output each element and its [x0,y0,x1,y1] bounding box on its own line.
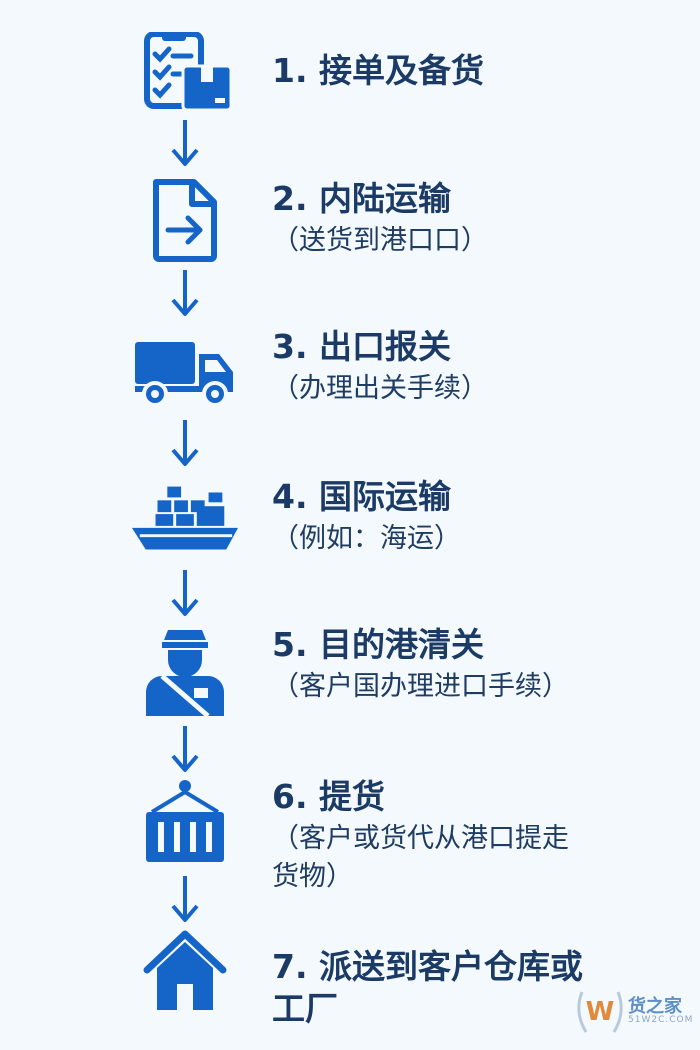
hanging-container-icon [130,778,240,868]
step-4-subtitle: （例如：海运） [272,523,461,554]
truck-icon [130,338,240,408]
watermark-logo: W 货之家 51W2C.COM [572,982,692,1042]
step-3-subtitle: （办理出关手续） [272,373,488,404]
down-arrow-icon [171,570,199,616]
document-arrow-icon [130,178,240,262]
step-5-subtitle: （客户国办理进口手续） [272,671,569,702]
step-4-title: 4. 国际运输 [272,477,451,516]
step-6-subtitle: （客户或货代从港口提走 货物） [272,823,569,892]
down-arrow-icon [171,420,199,466]
down-arrow-icon [171,726,199,772]
step-7-title: 7. 派送到客户仓库或 工厂 [272,947,583,1028]
cargo-ship-icon [130,484,240,554]
down-arrow-icon [171,876,199,922]
customs-officer-icon [130,628,240,718]
step-1-title: 1. 接单及备货 [272,51,484,90]
step-5-title: 5. 目的港清关 [272,625,484,664]
step-3-title: 3. 出口报关 [272,327,451,366]
down-arrow-icon [171,120,199,166]
watermark-text: 货之家 [628,996,682,1017]
watermark-subtext: 51W2C.COM [628,1015,694,1025]
watermark-letter: W [586,997,615,1027]
step-2-subtitle: （送货到港口口） [272,225,488,256]
checklist-box-icon [130,32,240,112]
house-icon [130,930,240,1014]
down-arrow-icon [171,270,199,316]
laurel-icon: W [577,991,623,1033]
step-6-title: 6. 提货 [272,777,385,816]
step-2-title: 2. 内陆运输 [272,179,451,218]
